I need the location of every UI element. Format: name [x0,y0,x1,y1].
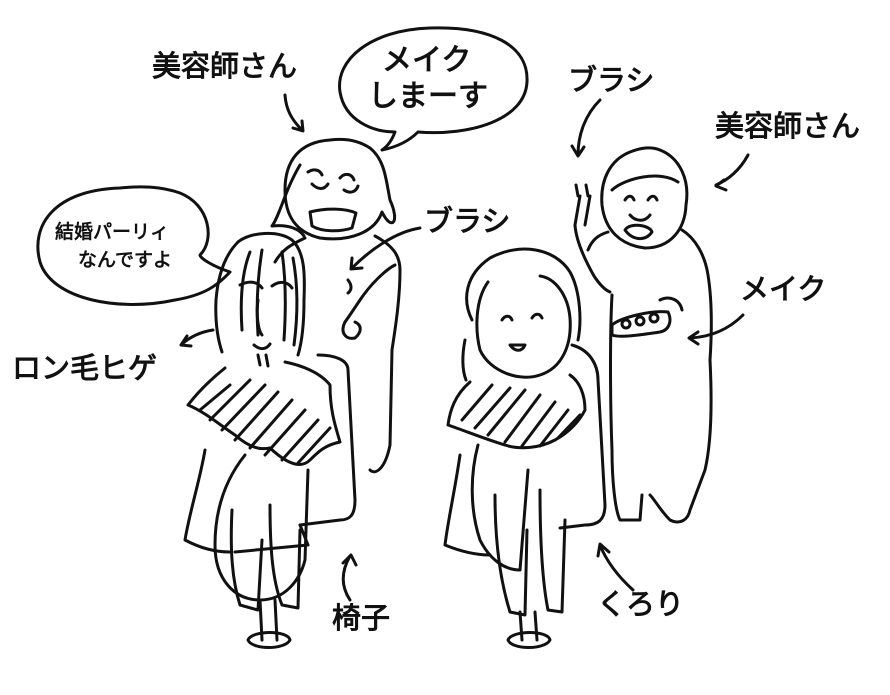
speech-makeup-text-line2: しまーす [368,79,488,114]
customer-left-figure [186,232,342,612]
label-brush-top: ブラシ [568,63,655,97]
label-stylist-right: 美容師さん [715,109,861,143]
speech-party-text-line1: 結婚パーリィ [55,221,170,243]
chair-right [443,343,607,649]
speech-makeup-text-line1: メイク [382,43,472,78]
speech-bubble-makeup [338,26,529,152]
speech-party-text-line2: なんですよ [78,249,173,271]
label-long-hair-beard: ロン毛ヒゲ [12,351,158,385]
label-brush-mid: ブラシ [424,204,511,238]
label-chair: 椅子 [332,601,391,635]
speech-bubble-party [36,185,232,306]
label-stylist-left: 美容師さん [152,49,298,83]
arrows [179,93,750,602]
chair-left [183,353,357,649]
stylist-right-figure [573,146,713,524]
stylist-left-figure [270,137,402,474]
label-kurori: くろり [597,587,685,621]
label-makeup: メイク [740,272,827,306]
customer-right-figure [446,247,587,617]
